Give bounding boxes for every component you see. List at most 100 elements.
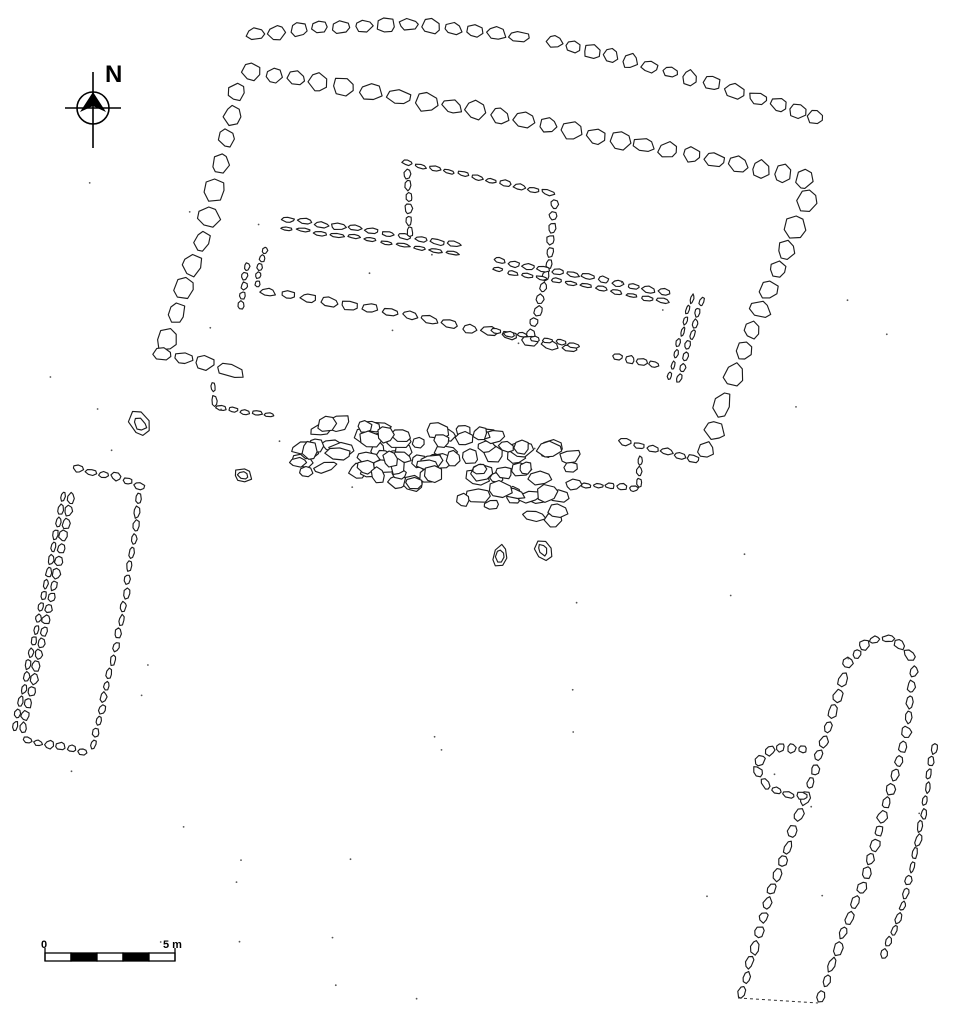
survey-speck: [706, 895, 708, 898]
southeast-outer-wall: [880, 743, 938, 959]
west-structure-west-wall-stone: [31, 660, 41, 672]
north-outer-wall-east-stone: [769, 98, 787, 113]
survey-speck: [621, 281, 623, 284]
interior-wall-south-double: [490, 327, 580, 349]
interior-wall-north-cross-stone: [404, 179, 412, 192]
main-building-west-wall-stone: [217, 128, 235, 148]
scale-bar-segment: [70, 952, 98, 962]
rubble-stone: [317, 415, 338, 432]
survey-speck: [368, 272, 371, 275]
rubble-stone: [405, 476, 423, 490]
southeast-outer-wall-stone: [916, 819, 924, 833]
interior-wall-east-short-stone: [670, 360, 676, 370]
main-building-south-wall-return-stone: [592, 482, 604, 489]
north-outer-wall-east-stone: [622, 52, 639, 68]
north-arrow-letter: N: [105, 61, 122, 88]
apsidal-structure-east-wall-stone: [827, 956, 837, 973]
north-outer-wall-west-stone: [398, 17, 419, 31]
west-structure-west-wall-stone: [53, 555, 64, 566]
north-outer-wall-east-stone: [789, 103, 807, 120]
main-building-south-wall-east-stone: [646, 444, 659, 453]
main-building-east-wall-stone: [743, 320, 760, 340]
interior-wall-east: [492, 256, 671, 305]
main-building-west-wall-stone: [181, 253, 203, 278]
west-structure-west-wall-stone: [55, 516, 62, 528]
west-structure-east-wall-stone: [90, 739, 97, 750]
apsidal-structure-west-wall-stone: [742, 970, 752, 985]
survey-speck: [238, 940, 241, 943]
survey-speck: [810, 805, 813, 808]
interior-wall-central-cross-stone: [548, 211, 558, 221]
survey-speck: [235, 881, 238, 883]
interior-wall-west-fragment-stone: [254, 280, 261, 288]
west-structure-west-wall-stone: [57, 503, 65, 515]
southeast-outer-wall-stone: [911, 846, 918, 860]
interior-wall-east-short-stone: [691, 318, 699, 329]
survey-speck: [140, 694, 143, 697]
southeast-outer-wall-stone: [902, 887, 910, 900]
interior-wall-south-double-stone: [555, 338, 567, 346]
scale-bar: 0 5 m: [41, 939, 182, 962]
rubble-stone: [301, 440, 318, 460]
interior-wall-east-stone: [611, 279, 625, 287]
interior-wall-northwest-stone: [429, 238, 445, 247]
interior-wall-south-double-stone: [502, 330, 515, 338]
interior-wall-northwest-stone: [395, 242, 411, 248]
apsidal-structure-apse-stone: [893, 639, 906, 651]
interior-wall-northwest-stone: [313, 221, 330, 229]
interior-wall-east-stone: [627, 283, 640, 290]
north-outer-wall-west-stone: [421, 17, 440, 35]
apsidal-structure-apse-stone: [842, 656, 854, 669]
survey-speck: [846, 299, 849, 302]
main-building-north-wall-stone: [609, 131, 632, 151]
main-building-east-wall-stone: [735, 341, 753, 360]
west-structure-south-wall-stone: [22, 736, 33, 744]
main-building-southwest-corner-stone: [152, 347, 172, 361]
main-building-west-wall-stone: [203, 178, 225, 202]
interior-wall-south-stone: [341, 300, 358, 311]
interior-wall-north-cross: [403, 168, 414, 238]
main-building-north-wall: [240, 62, 814, 189]
north-outer-wall-east: [545, 35, 824, 125]
west-structure-east-wall-stone: [91, 727, 100, 738]
scale-bar-start-label: 0: [41, 939, 47, 951]
rubble-stone: [563, 461, 578, 473]
apsidal-structure-east-wall-stone: [876, 809, 889, 824]
southeast-outer-wall-stone: [909, 861, 916, 874]
interior-wall-east-stone: [535, 275, 548, 281]
isolated-stone-inner: [236, 471, 249, 480]
west-structure-west-wall-stone: [27, 647, 35, 659]
survey-speck: [533, 447, 536, 450]
north-outer-wall-west-stone: [245, 27, 266, 41]
main-building-west-wall-stone: [193, 230, 211, 252]
interior-wall-east-stone: [595, 285, 608, 292]
rubble-heap: [288, 415, 583, 528]
north-outer-wall-west-stone: [355, 19, 374, 33]
main-building-east-wall: [697, 189, 818, 458]
survey-speck: [847, 657, 850, 660]
interior-wall-east-stone: [536, 265, 551, 273]
survey-speck: [773, 773, 776, 776]
apsidal-structure-east-wall-stone: [894, 755, 904, 767]
apsidal-structure-east-wall-stone: [909, 665, 919, 678]
apsidal-side-annex: [753, 743, 808, 800]
rubble-stone: [370, 466, 385, 484]
west-structure-east-wall-stone: [112, 642, 120, 653]
southeast-outer-wall-stone: [920, 808, 928, 820]
main-building-south-wall-east-stone: [673, 452, 687, 460]
west-structure-west-wall-stone: [44, 604, 53, 614]
interior-wall-west-fragment: [254, 246, 269, 288]
apsidal-structure-east-wall-stone: [844, 910, 855, 925]
survey-speck: [70, 770, 73, 773]
interior-wall-west-fragment-2-stone: [240, 281, 249, 291]
west-structure-west-wall-stone: [58, 529, 68, 542]
main-building-south-wall-west-stone: [239, 409, 251, 416]
interior-wall-north-cross-stone: [405, 191, 413, 203]
main-building-west-wall-stone: [196, 206, 222, 228]
north-outer-wall-west-stone: [331, 20, 351, 34]
north-outer-wall-west: [245, 17, 530, 43]
interior-wall-east-short-stone: [682, 351, 690, 362]
southeast-outer-wall-stone: [925, 781, 931, 795]
apsidal-structure-west-wall-stone: [782, 840, 793, 855]
main-building-north-wall-stone: [414, 91, 439, 112]
